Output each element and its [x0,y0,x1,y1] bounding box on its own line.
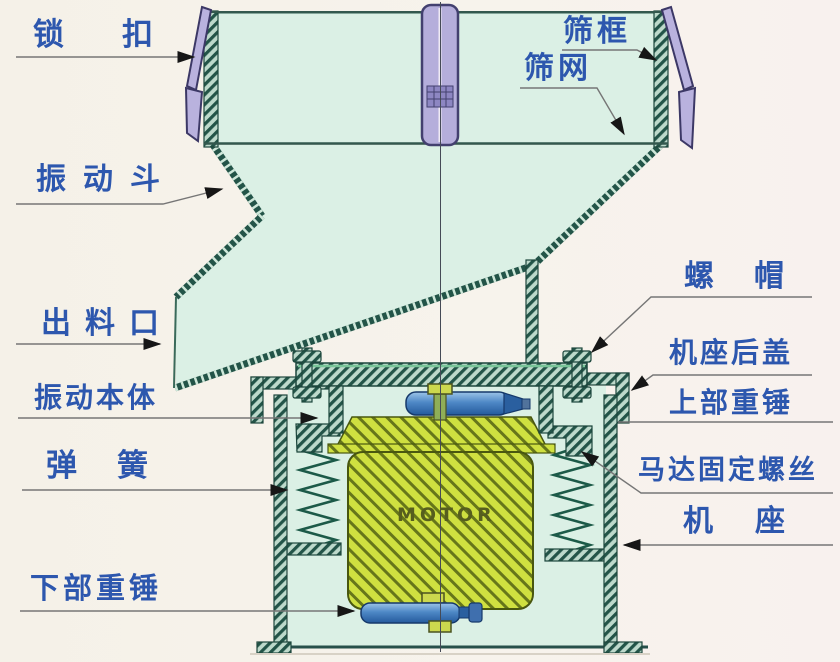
machine-base-structure [250,372,650,655]
bolt-nut-right [562,347,592,403]
label-sieve-mesh: 筛网 [524,51,592,86]
spring-right [544,425,606,562]
vibration-body-plate [292,347,592,434]
label-nut: 螺帽 [684,259,824,294]
housing-wall-right [538,385,554,434]
leader-vibration-hopper [16,187,224,205]
label-lock: 锁扣 [33,17,211,53]
spring-seat-right [544,548,606,562]
label-vibration-body: 振动本体 [34,381,159,414]
base-foot-right [603,641,643,654]
label-motor: MOTOR [397,504,496,526]
base-wall-right [603,394,618,648]
spring-seat-left [286,542,342,556]
label-discharge-outlet: 出料口 [41,306,173,341]
label-motor-fixing-screw: 马达固定螺丝 [638,455,818,486]
base-foot-left [256,641,292,654]
label-spring: 弹簧 [46,448,188,484]
label-base-rear-cover: 机座后盖 [669,336,794,369]
hopper-neck-wall [525,259,539,367]
lock-latch-right [660,5,697,150]
leader-sieve-frame [562,46,658,61]
bolt-nut-left [292,347,322,403]
label-vibration-hopper: 振动斗 [36,162,177,197]
leader-motor-fixing-screw [580,451,833,494]
housing-wall-left [328,385,344,434]
label-lower-weight: 下部重锤 [30,571,163,605]
vibration-hopper-body [173,140,663,392]
sieve-frame-right-wall [653,10,669,148]
label-sieve-frame: 筛框 [563,14,631,49]
leader-base-rear-cover [630,374,812,391]
leader-nut [590,296,812,354]
leader-sieve-mesh [520,87,625,136]
leader-lines [16,46,833,618]
label-base: 机座 [683,504,827,539]
label-upper-weight: 上部重锤 [669,386,794,419]
base-wall-left [273,394,288,648]
discharge-outlet-opening [173,296,177,389]
